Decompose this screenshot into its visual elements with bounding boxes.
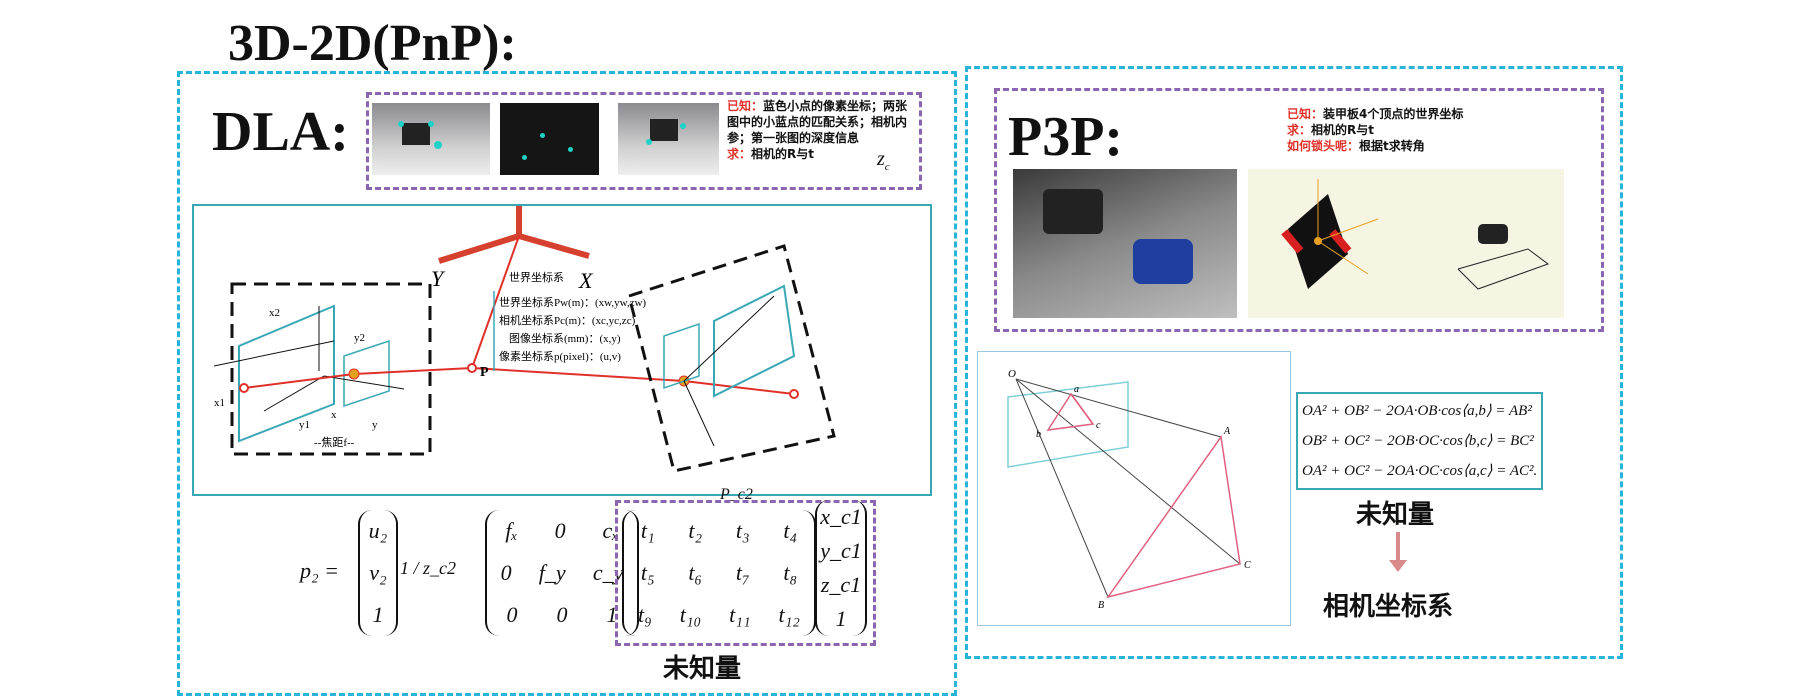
legend-world: 世界坐标系Pw(m)：(xw,yw,zw): [499, 295, 646, 309]
robot-photo: [1013, 169, 1237, 318]
unknown-box: [615, 500, 876, 646]
dla-photo-1: [372, 103, 490, 175]
dla-known-box: [366, 92, 922, 190]
focal-label: --焦距f--: [314, 436, 355, 449]
dla-panel: [177, 71, 957, 696]
x-axis-arrow: [518, 233, 590, 259]
equation-ac: OA² + OC² − 2OA·OC·cos⟨a,c⟩ = AC².: [1302, 463, 1538, 479]
dla-known-text: 已知：蓝色小点的像素坐标；两张图中的小蓝点的匹配关系；相机内参；第一张图的深度信…: [727, 99, 908, 161]
eq-lhs: p₂ =: [300, 558, 339, 583]
point-p-label: P: [480, 365, 489, 380]
axis-label-x2: x2: [269, 307, 280, 319]
p3p-geometry-diagram: O a b c A B C: [977, 351, 1291, 626]
equation-bc: OB² + OC² − 2OB·OC·cos⟨b,c⟩ = BC²: [1302, 433, 1534, 449]
p3p-heading: P3P:: [1008, 106, 1124, 168]
axis-label-y: y: [372, 419, 378, 431]
armor-sketch: [1248, 169, 1564, 318]
legend-camera: 相机坐标系Pc(m)：(xc,yc,zc): [499, 313, 636, 327]
equation-ab: OA² + OB² − 2OA·OB·cos⟨a,b⟩ = AB²: [1302, 403, 1532, 419]
projection-svg: x2 y2 x1 y1 x y --焦距f-- Z Y X 世界坐标系 P 世界…: [213, 186, 836, 473]
z-label: Z: [534, 206, 547, 211]
camera-sketch: [1478, 224, 1508, 244]
right-camera-frame: [627, 244, 836, 473]
left-image-plane: [238, 304, 335, 443]
axis-label-x1: x1: [214, 397, 225, 409]
left-camera-frame: [230, 282, 432, 456]
legend-image: 图像坐标系(mm)：(x,y): [509, 331, 621, 345]
camera-model-diagram: x2 y2 x1 y1 x y --焦距f-- Z Y X 世界坐标系 P 世界…: [192, 186, 932, 496]
slide-title: 3D-2D(PnP):: [228, 15, 517, 72]
scale-factor: 1 / z_c2: [400, 558, 456, 578]
right-image-plane: [713, 284, 796, 398]
point-A: A: [1223, 426, 1231, 437]
point-O: O: [1008, 368, 1016, 380]
p3p-equations: OA² + OB² − 2OA·OB·cos⟨a,b⟩ = AB² OB² + …: [1296, 392, 1544, 490]
y-label: Y: [431, 266, 446, 291]
point-C: C: [1244, 560, 1251, 571]
dla-heading: DLA:: [212, 101, 349, 163]
dla-depth-image: [500, 103, 599, 175]
axis-label-x: x: [331, 409, 337, 421]
axis-label-y2: y2: [354, 332, 365, 344]
world-frame-label: 世界坐标系: [509, 270, 564, 284]
image-plane: [1007, 381, 1129, 468]
camera-frame-label: 相机坐标系: [1323, 592, 1454, 622]
zc-label: zc: [877, 148, 890, 173]
point-c: c: [1096, 420, 1101, 431]
down-arrow-head-icon: [1389, 560, 1407, 572]
legend-pixel: 像素坐标系p(pixel)：(u,v): [499, 349, 621, 363]
x-label: X: [578, 268, 594, 293]
point-b: b: [1036, 429, 1041, 440]
dla-unknown-label: 未知量: [663, 654, 742, 684]
dla-photo-2: [618, 103, 719, 175]
p3p-unknown-label: 未知量: [1356, 500, 1435, 530]
point-a: a: [1074, 384, 1079, 395]
p3p-known-box: [994, 88, 1604, 332]
p3p-panel: [965, 66, 1623, 659]
projection-ray: [243, 366, 795, 395]
p3p-known-text: 已知：装甲板4个顶点的世界坐标 求：相机的R与t 如何锁头呢：根据t求转角: [1287, 107, 1464, 153]
down-arrow-icon: [1396, 532, 1400, 562]
y-axis-arrow: [438, 233, 520, 264]
left-small-plane: [343, 339, 390, 408]
axis-label-y1: y1: [299, 419, 310, 431]
pc2-label: P_c2: [720, 486, 753, 503]
point-B: B: [1098, 600, 1104, 611]
